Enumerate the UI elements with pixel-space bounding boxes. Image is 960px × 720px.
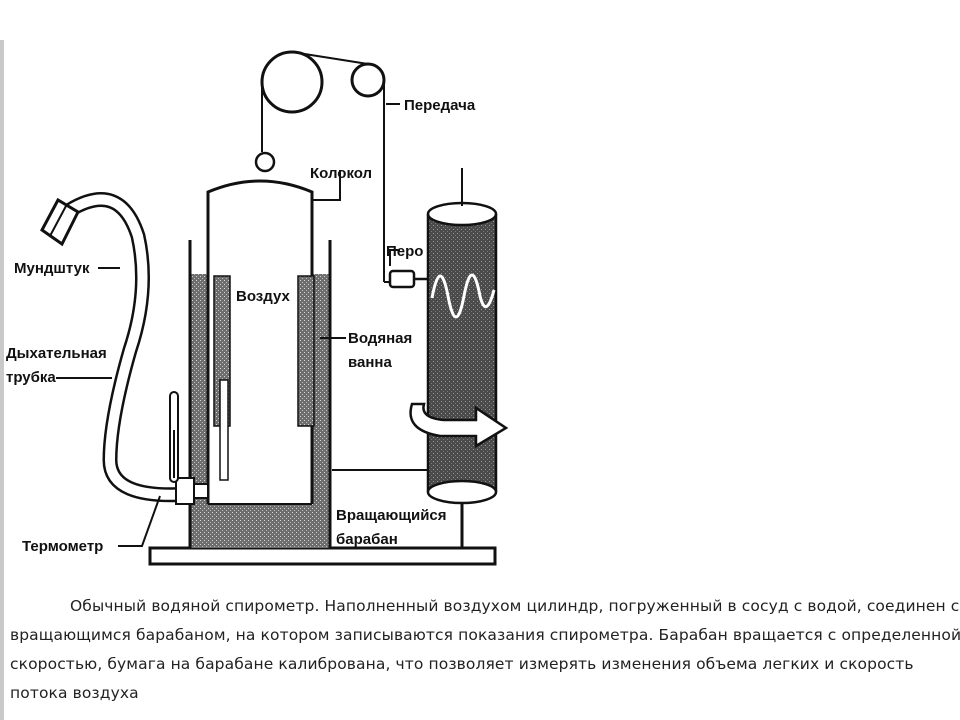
- base-plate: [148, 546, 497, 566]
- label-drum-1: Вращающийся: [336, 507, 447, 524]
- label-pen: Перо: [386, 243, 423, 260]
- label-tube-1: Дыхательная: [6, 345, 107, 362]
- label-tube-2: трубка: [6, 369, 56, 386]
- label-bell: Колокол: [310, 165, 372, 182]
- bell-hook: [254, 151, 276, 173]
- caption-line: вращающимся барабаном, на котором записы…: [10, 626, 960, 644]
- mouthpiece-icon: [40, 197, 80, 247]
- label-bath-2: ванна: [348, 354, 392, 371]
- spirometer-diagram: Мундштук Дыхательная трубка Термометр Во…: [6, 50, 509, 566]
- caption-line: скоростью, бумага на барабане калиброван…: [10, 655, 914, 673]
- label-bath-1: Водяная: [348, 330, 412, 347]
- pulleys: [260, 50, 386, 282]
- caption-line: Обычный водяной спирометр. Наполненный в…: [70, 597, 960, 615]
- leader-lines: [56, 103, 428, 547]
- label-mouthpiece: Мундштук: [14, 260, 90, 277]
- caption-line: потока воздуха: [10, 684, 139, 702]
- pen-holder: [384, 269, 432, 289]
- inner-tubes: [213, 275, 315, 481]
- thermometer-icon: [169, 391, 179, 483]
- figure-caption: Обычный водяной спирометр. Наполненный в…: [10, 592, 960, 708]
- label-air: Воздух: [236, 288, 290, 305]
- left-edge-line: [0, 40, 4, 720]
- label-drum-2: барабан: [336, 531, 398, 548]
- label-transmission: Передача: [404, 97, 476, 114]
- label-thermometer: Термометр: [22, 538, 103, 555]
- rotating-drum: [426, 168, 498, 548]
- breathing-tube: [62, 192, 209, 505]
- rotation-arrow: [409, 402, 509, 449]
